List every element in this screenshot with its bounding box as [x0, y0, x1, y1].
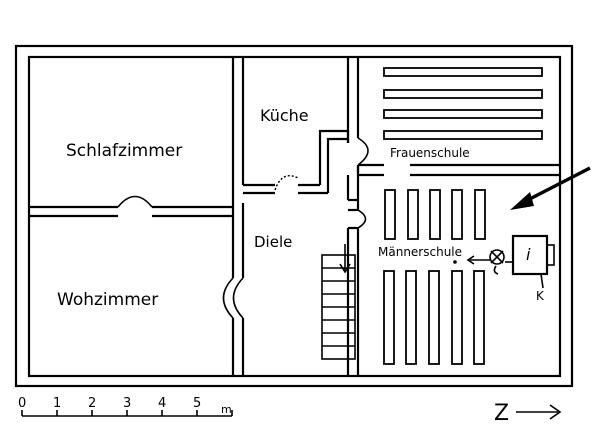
north-arrow: Z: [494, 401, 562, 426]
bench: [383, 109, 543, 119]
bench: [383, 89, 543, 99]
label-maennerschule: Männerschule: [378, 245, 462, 259]
scale-bar: 0 1 2 3 4 5 m: [18, 396, 233, 417]
bench: [428, 270, 440, 365]
scale-tick-5: 5: [193, 396, 201, 411]
scale-tick-2: 2: [88, 396, 96, 411]
label-kueche: Küche: [260, 106, 309, 125]
label-schlafzimmer: Schlafzimmer: [66, 141, 182, 161]
scale-tick-4: 4: [158, 396, 166, 411]
scale-tick-1: 1: [53, 396, 61, 411]
bench: [451, 270, 463, 365]
staircase: [321, 244, 356, 360]
bima: [453, 249, 512, 275]
bench: [407, 189, 419, 240]
label-wohzimmer: Wohzimmer: [57, 290, 158, 310]
scale-tick-0: 0: [18, 396, 26, 411]
north-letter: Z: [494, 401, 509, 426]
bench: [405, 270, 417, 365]
bench: [473, 270, 485, 365]
pointer-arrow: [510, 166, 591, 210]
label-frauenschule: Frauenschule: [390, 146, 470, 160]
bench: [474, 189, 486, 240]
bench: [383, 130, 543, 140]
frauenschule-benches: [383, 67, 543, 140]
label-diele: Diele: [254, 233, 292, 251]
bench: [383, 270, 395, 365]
bench: [429, 189, 441, 240]
interior-walls: [29, 57, 560, 376]
bench: [383, 67, 543, 77]
scale-tick-3: 3: [123, 396, 131, 411]
doors: [117, 137, 369, 319]
marker-k: K: [536, 289, 545, 303]
maennerschule-benches: [383, 189, 486, 365]
scale-unit: m: [221, 403, 232, 416]
torah-ark: [511, 234, 555, 289]
bench: [451, 189, 463, 240]
bench: [384, 189, 396, 240]
marker-shrine: i: [526, 245, 531, 264]
